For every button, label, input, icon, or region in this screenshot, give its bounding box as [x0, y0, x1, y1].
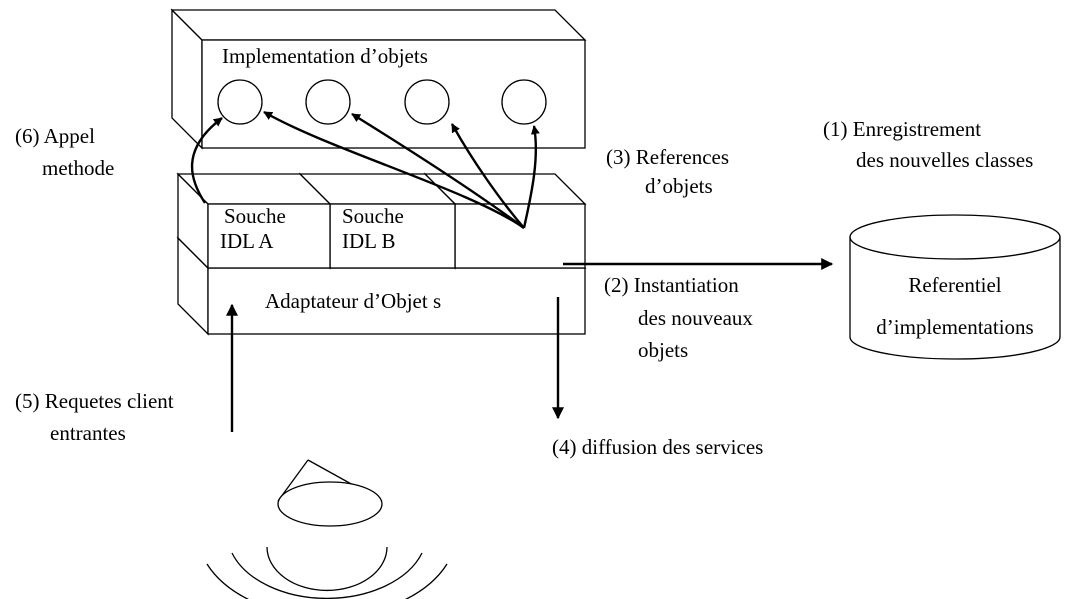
signal-wave-inner: [266, 546, 388, 592]
object-circle-3: [404, 79, 450, 125]
object-circle-4: [501, 79, 547, 125]
stub-idl-a-front: [207, 203, 331, 269]
requests-label-2: entrantes: [50, 421, 126, 445]
signal-wave-outer: [206, 563, 448, 599]
method-call-label-1: (6) Appel: [15, 124, 95, 148]
reference-arrow-1: [263, 110, 525, 229]
repository-label-2: d’implementations: [876, 315, 1033, 339]
signal-wave-middle: [231, 552, 423, 599]
registration-label-1: (1) Enregistrement: [823, 117, 981, 141]
stub-idl-a-label-2: IDL A: [220, 229, 274, 253]
implementation-box-top: [170, 9, 587, 41]
diffusion-label: (4) diffusion des services: [552, 435, 763, 459]
stub-idl-a: Souche IDL A: [176, 172, 332, 270]
reference-arrow-4: [522, 125, 540, 229]
instantiation-label-3: objets: [638, 338, 688, 362]
requests-label-1: (5) Requetes client: [15, 389, 174, 413]
method-call-arrow: [190, 117, 223, 204]
references-label-1: (3) References: [606, 145, 729, 169]
broadcast-antenna: [206, 459, 448, 599]
object-circle-1: [217, 79, 263, 125]
reference-arrow-2: [351, 112, 525, 229]
reference-arrows: [263, 110, 540, 229]
repository-top: [849, 214, 1061, 260]
instantiation-label-1: (2) Instantiation: [604, 273, 739, 297]
stub-idl-b-label-1: Souche: [342, 204, 404, 228]
reference-arrow-3: [450, 123, 525, 229]
stub-block-3-front: [454, 203, 586, 269]
implementation-label: Implementation d’objets: [222, 44, 428, 68]
repository-body: [849, 237, 1061, 360]
cone-base: [277, 481, 383, 527]
instantiation-label-2: des nouveaux: [638, 306, 753, 330]
repository-cylinder: Referentiel d’implementations: [849, 214, 1061, 360]
registration-label-2: des nouvelles classes: [856, 148, 1033, 172]
implementation-box: Implementation d’objets: [170, 8, 587, 150]
adapter-label: Adaptateur d’Objet s: [265, 289, 441, 313]
method-call-label-2: methode: [42, 156, 114, 180]
references-label-2: d’objets: [645, 174, 713, 198]
stub-idl-a-label-1: Souche: [224, 204, 286, 228]
object-circle-2: [305, 79, 351, 125]
adapter-box-front: [207, 267, 586, 335]
repository-label-1: Referentiel: [908, 273, 1001, 297]
stub-idl-b-label-2: IDL B: [342, 229, 395, 253]
